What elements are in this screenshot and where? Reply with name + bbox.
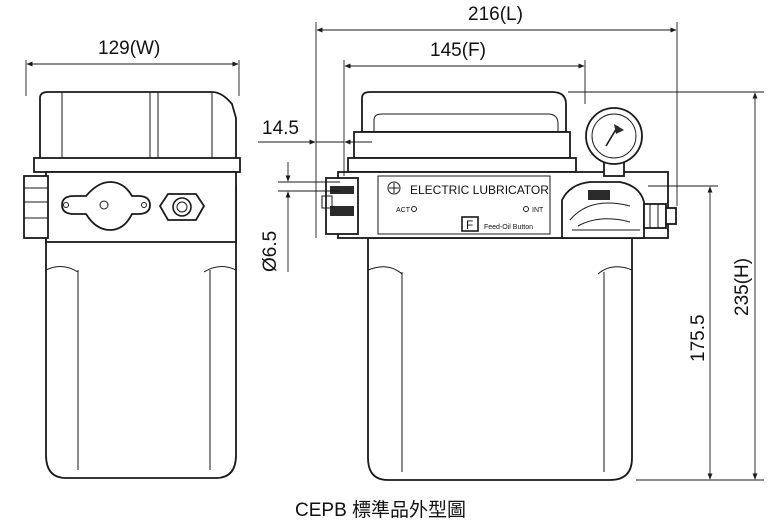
int-indicator (523, 206, 529, 212)
connector-plug (61, 181, 151, 231)
panel-int: INT (532, 207, 544, 214)
dim-width-side: 129(W) (98, 38, 160, 59)
front-cap (361, 91, 567, 133)
brand-logo (387, 181, 401, 195)
feed-button-letter: F (466, 218, 473, 232)
front-view: ELECTRIC LUBRICATOR ACT INT F Feed-Oil B… (258, 22, 764, 481)
feed-button-label: Feed-Oil Button (484, 224, 533, 231)
dim-height-mount: 175.5 (688, 314, 709, 362)
dim-hole-diameter: Ø6.5 (260, 231, 281, 272)
side-flange (33, 157, 241, 173)
front-tank (367, 237, 633, 481)
side-tank (45, 185, 237, 479)
dim-length-total: 216(L) (468, 4, 523, 25)
dim-front-width: 145(F) (430, 40, 486, 61)
drawing-caption: CEPB 標準品外型圖 (295, 499, 466, 521)
cable-gland (158, 193, 206, 221)
feed-oil-button (461, 216, 479, 232)
side-cap (39, 91, 237, 161)
side-view (23, 60, 241, 479)
dim-height-total: 235(H) (732, 258, 753, 316)
pressure-gauge (585, 107, 643, 177)
dim-offset: 14.5 (262, 118, 299, 139)
panel-act: ACT (396, 207, 411, 214)
act-indicator (411, 206, 417, 212)
panel-title: ELECTRIC LUBRICATOR (410, 183, 549, 197)
